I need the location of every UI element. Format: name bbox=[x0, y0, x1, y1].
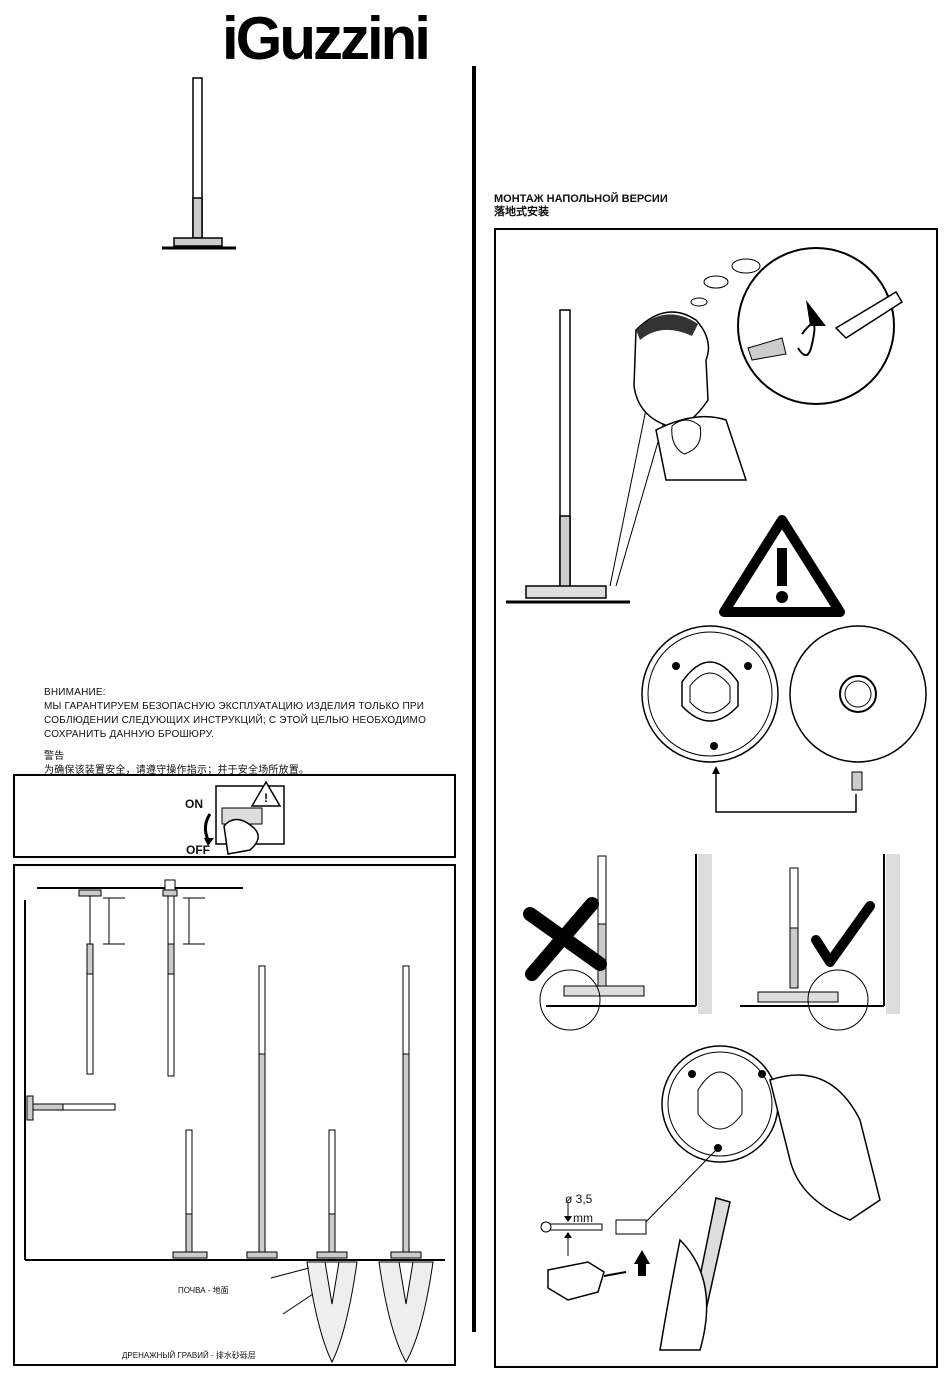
screw-diameter-label: ø 3,5 bbox=[565, 1192, 592, 1206]
brand-logo: iGuzzini bbox=[222, 4, 428, 74]
safety-warning: ВНИМАНИЕ: МЫ ГАРАНТИРУЕМ БЕЗОПАСНУЮ ЭКСП… bbox=[44, 686, 426, 778]
warning-title-zh: 警告 bbox=[44, 750, 426, 764]
switch-off-label: OFF bbox=[186, 843, 210, 857]
floor-lamp-thumbnail bbox=[160, 76, 240, 252]
screw-unit-label: mm bbox=[573, 1211, 593, 1225]
section-heading-zh: 落地式安装 bbox=[494, 206, 549, 219]
warning-title-ru: ВНИМАНИЕ: bbox=[44, 686, 426, 700]
warning-line-2: СОБЛЮДЕНИИ СЛЕДУЮЩИХ ИНСТРУКЦИЙ; С ЭТОЙ … bbox=[44, 714, 426, 728]
switch-on-label: ON bbox=[185, 797, 203, 811]
column-divider bbox=[472, 66, 476, 1332]
placement-comparison bbox=[520, 854, 920, 1034]
inspection-illustration bbox=[496, 230, 936, 630]
section-heading-ru: МОНТАЖ НАПОЛЬНОЙ ВЕРСИИ bbox=[494, 193, 668, 206]
warning-line-1: МЫ ГАРАНТИРУЕМ БЕЗОПАСНУЮ ЭКСПЛУАТАЦИЮ И… bbox=[44, 700, 426, 714]
warning-line-3: СОХРАНИТЬ ДАННУЮ БРОШЮРУ. bbox=[44, 728, 426, 742]
base-plate-diagram bbox=[640, 622, 940, 822]
gravel-label: ДРЕНАЖНЫЙ ГРАВИЙ - 排水砂砾层 bbox=[122, 1350, 256, 1361]
installation-variants-drawing bbox=[13, 864, 456, 1366]
svg-text:!: ! bbox=[264, 791, 268, 805]
soil-label: ПОЧВА - 地面 bbox=[178, 1285, 229, 1296]
